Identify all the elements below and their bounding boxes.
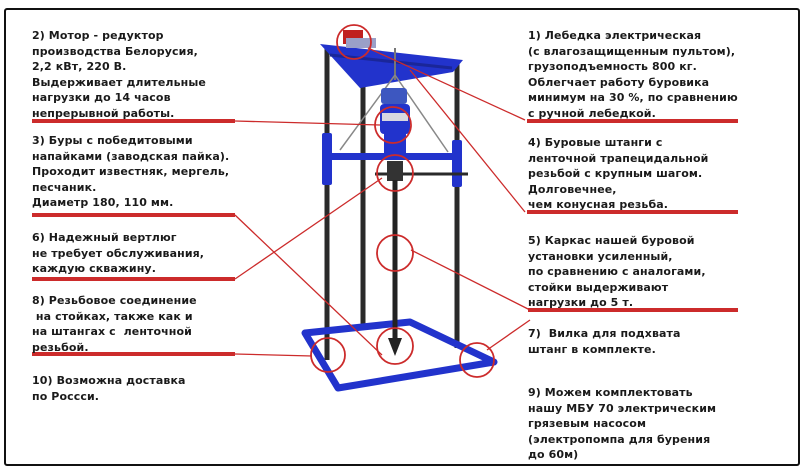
- highlight-circles: [310, 24, 495, 378]
- note-drill-rods: 4) Буровые штанги с ленточной трапецидал…: [528, 136, 709, 212]
- note-swivel: 6) Надежный вертлюг не требует обслужива…: [32, 231, 205, 276]
- rig-posts: [324, 48, 460, 360]
- motor: [381, 88, 407, 104]
- note-drill-bits: 3) Буры с победитовыми напайками (заводс…: [32, 134, 230, 210]
- circle-motor: [374, 106, 412, 144]
- note-fork: 7) Вилка для подхвата штанг в комплекте.: [528, 327, 681, 356]
- callout-lines: [234, 47, 531, 357]
- rig-top-platform: [320, 44, 463, 88]
- circle-swivel: [376, 154, 414, 192]
- drill-bit: [388, 338, 402, 356]
- note-electric-winch: 1) Лебедка электрическая (с влагозащищен…: [528, 29, 738, 120]
- note-delivery: 10) Возможна доставка по Россси.: [32, 374, 186, 403]
- note-mud-pump: 9) Можем комплектовать нашу МБУ 70 элект…: [528, 386, 717, 462]
- rig-base-frame: [301, 318, 498, 392]
- swivel: [387, 161, 403, 181]
- border-frame: [4, 8, 800, 466]
- circle-winch: [336, 24, 372, 60]
- circle-rod: [376, 234, 414, 272]
- note-thread-connection: 8) Резьбовое соединение на стойках, такж…: [32, 294, 197, 354]
- crossbar: [327, 153, 457, 160]
- underline-bars: [32, 119, 738, 356]
- note-frame: 5) Каркас нашей буровой установки усилен…: [528, 234, 706, 310]
- circle-base-right: [459, 342, 495, 378]
- note-motor-reducer: 2) Мотор - редуктор производства Белорус…: [32, 29, 206, 120]
- circle-base-left: [310, 337, 346, 373]
- circle-bit: [376, 327, 414, 365]
